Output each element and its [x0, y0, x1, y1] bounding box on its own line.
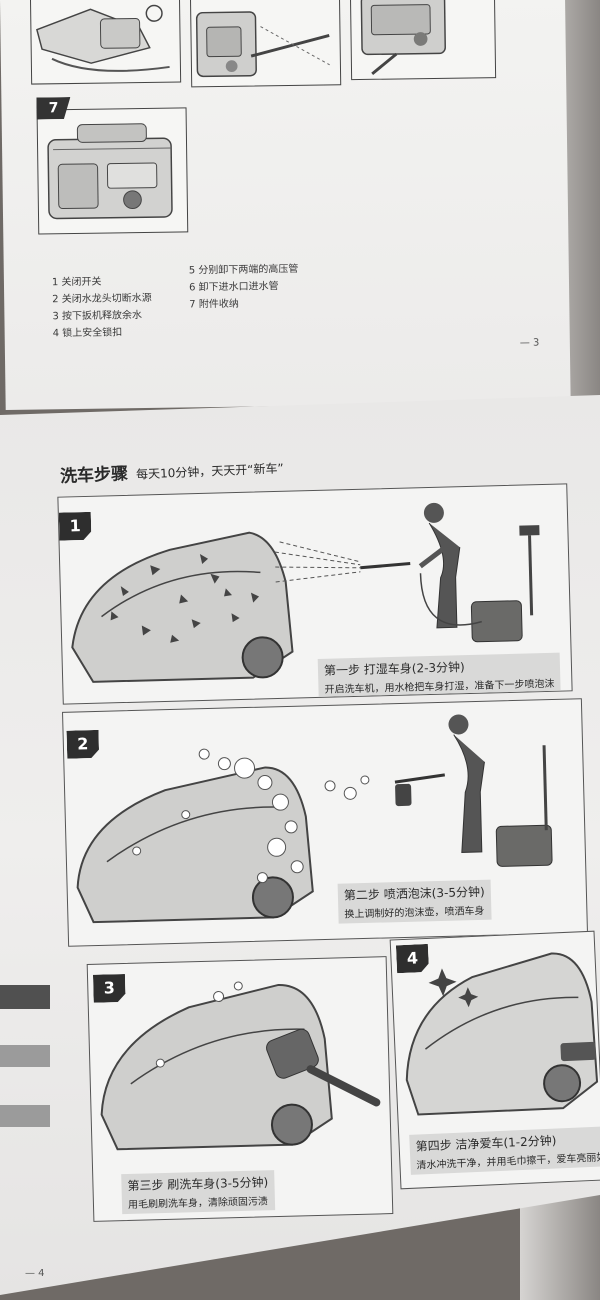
instructions-left: 1 关闭开关 2 关闭水龙头切断水源 3 按下扳机释放余水 4 锁上安全锁扣 [52, 273, 152, 342]
step-title: 第三步 刷洗车身(3-5分钟) [127, 1175, 269, 1193]
instruction-item: 6 卸下进水口进水管 [188, 281, 279, 294]
illustration-panel-7 [36, 107, 189, 235]
instructions-right: 5 分别卸下两端的高压管 6 卸下进水口进水管 7 附件收纳 [189, 261, 299, 314]
step-caption: 第四步 洁净爱车(1-2分钟) 清水冲洗干净，并用毛巾擦干，爱车亮丽如新 [409, 1125, 600, 1175]
step-title: 第二步 喷洒泡沫(3-5分钟) [343, 884, 485, 903]
step-description: 开启洗车机，用水枪把车身打湿，准备下一步喷泡沫 [324, 678, 555, 696]
step-1-panel: 1 第一步 打湿车身(2-3分钟) 开启洗车机，用水枪把车身打湿，准备下一步喷泡… [57, 483, 573, 705]
instruction-item: 1 关闭开关 [51, 276, 102, 289]
step-description: 换上调制好的泡沫壶，喷洒车身 [344, 905, 485, 921]
step-caption: 第三步 刷洗车身(3-5分钟) 用毛刷刷洗车身，清除顽固污渍 [121, 1170, 275, 1215]
step-badge: 3 [93, 974, 126, 1003]
manual-page-top: 7 1 关闭开关 2 关闭水龙头切断水源 3 按下扳机释放余水 4 锁上安全锁扣… [0, 0, 571, 410]
instruction-item: 3 按下扳机释放余水 [52, 310, 143, 323]
step-4-illustration [405, 952, 599, 1116]
instruction-item: 5 分别卸下两端的高压管 [188, 263, 299, 277]
page-number-bottom: — 4 [25, 1268, 45, 1279]
step-2-illustration [76, 714, 553, 924]
step-3-illustration [100, 981, 381, 1151]
step-1-illustration [71, 502, 540, 683]
adjacent-page-edge [0, 980, 55, 1150]
step-description: 用毛刷刷洗车身，清除顽固污渍 [127, 1196, 269, 1211]
section-title: 洗车步骤 [59, 464, 129, 487]
step-4-panel: 4 第四步 洁净爱车(1-2分钟) 清水冲洗干净，并用毛巾擦干，爱车亮丽如新 [389, 930, 600, 1190]
step-badge: 1 [59, 512, 92, 541]
step-2-panel: 2 第二步 喷洒泡沫(3-5分钟) 换上调制好的泡沫壶，喷洒车身 [62, 698, 588, 947]
illustration-panel-6 [349, 0, 497, 81]
instruction-item: 4 锁上安全锁扣 [52, 327, 123, 340]
instruction-item: 7 附件收纳 [189, 298, 239, 311]
page-number-top: — 3 [519, 337, 540, 349]
instruction-item: 2 关闭水龙头切断水源 [52, 292, 152, 306]
step-3-panel: 3 第三步 刷洗车身(3-5分钟) 用毛刷刷洗车身，清除顽固污渍 [86, 956, 394, 1222]
illustration-panel-4 [29, 0, 182, 85]
illustration-panel-5 [189, 0, 342, 88]
step-badge: 2 [67, 730, 100, 759]
step-caption: 第二步 喷洒泡沫(3-5分钟) 换上调制好的泡沫壶，喷洒车身 [337, 879, 492, 924]
step-caption: 第一步 打湿车身(2-3分钟) 开启洗车机，用水枪把车身打湿，准备下一步喷泡沫 [317, 652, 561, 699]
